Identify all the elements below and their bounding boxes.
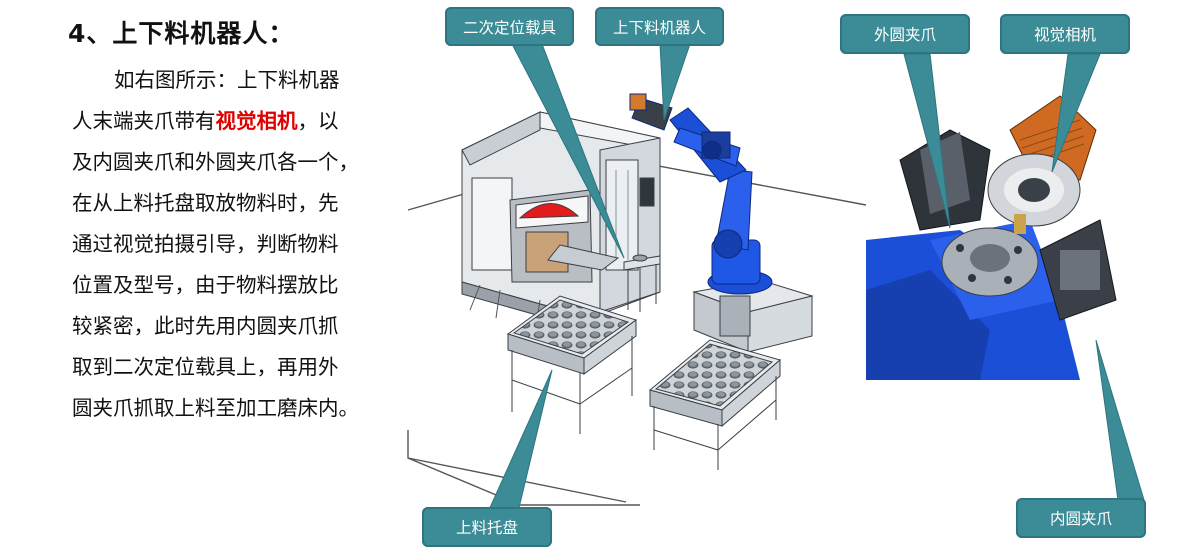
loading-tray-2 [648, 339, 782, 470]
callout-outer-gripper: 外圆夹爪 [840, 14, 970, 54]
body-paragraph: 如右图所示：上下料机器 人末端夹爪带有视觉相机，以 及内圆夹爪和外圆夹爪各一个，… [72, 60, 392, 429]
paragraph-line: 人末端夹爪带有视觉相机，以 [72, 101, 392, 142]
callout-inner-gripper: 内圆夹爪 [1016, 498, 1146, 538]
callout-label: 视觉相机 [1033, 26, 1096, 44]
text-run: 通过视觉拍摄引导，判断物料 [72, 232, 339, 256]
callout-label: 上下料机器人 [612, 18, 706, 37]
slide-heading: 4、上下料机器人： [68, 19, 295, 48]
robot-arm [629, 93, 773, 295]
callout-loading-tray: 上料托盘 [422, 507, 552, 547]
grinder-machine [461, 111, 661, 331]
callout-vision-camera: 视觉相机 [1000, 14, 1130, 54]
callout-label: 上料托盘 [455, 519, 518, 537]
highlight-vision-camera: 视觉相机 [215, 109, 298, 133]
text-run: 在从上料托盘取放物料时，先 [72, 191, 339, 215]
paragraph-line: 在从上料托盘取放物料时，先 [72, 183, 392, 224]
gripper-closeup [866, 90, 1117, 380]
callout-loading-robot: 上下料机器人 [595, 7, 724, 46]
text-run: 及内圆夹爪和外圆夹爪各一个， [72, 150, 359, 174]
callout-label: 二次定位载具 [462, 18, 556, 37]
text-run: 较紧密，此时先用内圆夹爪抓 [72, 314, 339, 338]
callout-label: 内圆夹爪 [1049, 510, 1112, 528]
paragraph-line: 如右图所示：上下料机器 [72, 60, 392, 101]
paragraph-line: 及内圆夹爪和外圆夹爪各一个， [72, 142, 392, 183]
robot-pedestal [692, 279, 814, 353]
text-run: 位置及型号，由于物料摆放比 [72, 273, 339, 297]
paragraph-line: 圆夹爪抓取上料至加工磨床内。 [72, 388, 392, 429]
loading-tray-1 [506, 295, 638, 434]
text-run: 取到二次定位载具上，再用外 [72, 355, 339, 379]
paragraph-line: 通过视觉拍摄引导，判断物料 [72, 224, 392, 265]
text-run: ，以 [297, 109, 339, 133]
text-run: 如右图所示：上下料机器 [114, 68, 340, 92]
callout-pointers-right [903, 53, 1145, 501]
text-run: 人末端夹爪带有 [72, 109, 216, 133]
secondary-fixture-stand [623, 254, 661, 312]
callout-secondary-fixture: 二次定位载具 [445, 7, 574, 46]
paragraph-line: 较紧密，此时先用内圆夹爪抓 [72, 306, 392, 347]
text-run: 圆夹爪抓取上料至加工磨床内。 [72, 396, 359, 420]
paragraph-line: 位置及型号，由于物料摆放比 [72, 265, 392, 306]
callout-pointers [487, 43, 691, 513]
callout-label: 外圆夹爪 [873, 26, 936, 44]
paragraph-line: 取到二次定位载具上，再用外 [72, 347, 392, 388]
